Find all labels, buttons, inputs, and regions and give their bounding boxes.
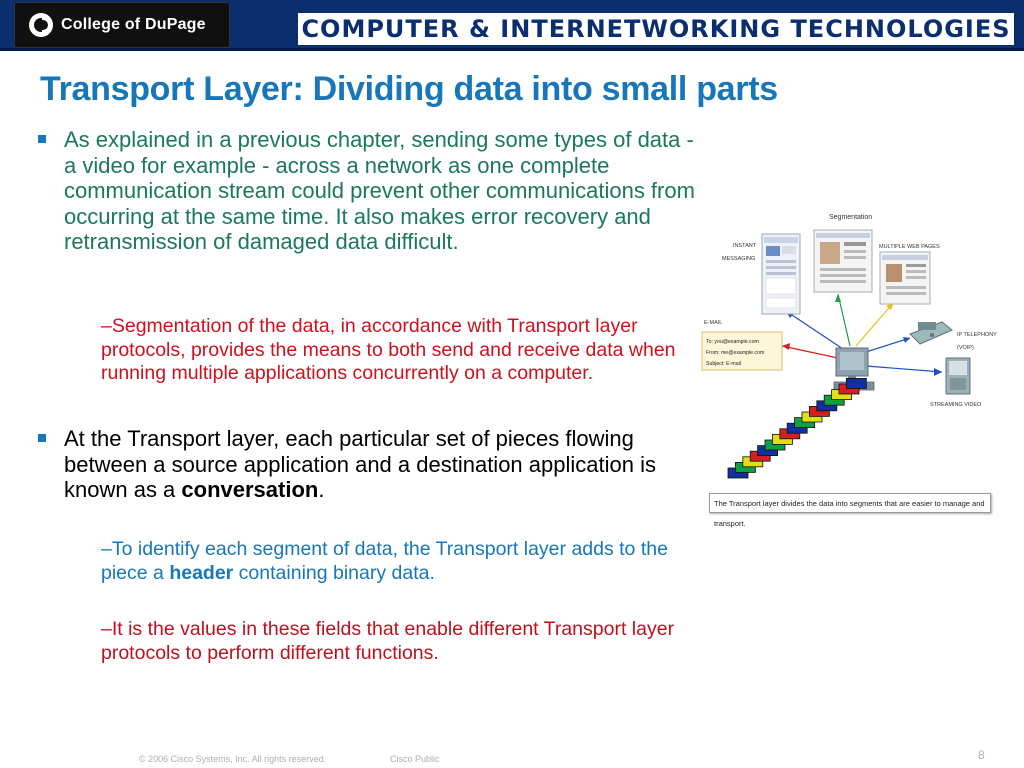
ip-telephony-label-2: (VOIP) — [957, 345, 974, 351]
instant-messaging-label-2: MESSAGING — [722, 256, 755, 262]
sub-bullet-3: –It is the values in these fields that e… — [101, 618, 675, 664]
bullet-2-text-end: . — [318, 477, 325, 502]
bullet-1-text: As explained in a previous chapter, send… — [64, 127, 695, 254]
segmentation-diagram: Segmentation INSTANT MESSAGING MULTIPLE … — [701, 214, 997, 479]
arrowhead — [903, 337, 910, 343]
email-subject: Subject: E-mail — [706, 361, 741, 367]
bullet-item-2: At the Transport layer, each particular … — [38, 426, 678, 503]
ip-telephony-label-1: IP TELEPHONY — [957, 332, 997, 338]
arrow-to-email — [781, 345, 839, 359]
ip-phone-icon — [909, 321, 953, 345]
bullet-2-text: At the Transport layer, each particular … — [64, 426, 678, 503]
sub-bullet-2-text-end: containing binary data. — [233, 561, 435, 584]
college-logo[interactable]: College of DuPage — [14, 2, 230, 48]
department-banner: COMPUTER & INTERNETWORKING TECHNOLOGIES — [298, 13, 1014, 45]
arrow-to-video — [865, 365, 943, 373]
email-to: To: you@example.com — [706, 339, 759, 345]
college-logo-icon — [29, 13, 53, 37]
sub-bullet-2-bold-term: header — [169, 561, 234, 584]
instant-messaging-label-1: INSTANT — [733, 243, 757, 249]
multiple-web-pages-icon — [879, 251, 931, 305]
department-banner-text: COMPUTER & INTERNETWORKING TECHNOLOGIES — [301, 15, 1011, 43]
sub-bullet-2: –To identify each segment of data, the T… — [101, 538, 681, 585]
bullet-square-icon — [38, 434, 46, 442]
arrow-to-web-pages — [855, 301, 895, 347]
footer-classification: Cisco Public — [390, 754, 440, 764]
bullet-2-text-main: At the Transport layer, each particular … — [64, 426, 656, 502]
arrowhead — [934, 368, 942, 376]
slide-title: Transport Layer: Dividing data into smal… — [40, 70, 778, 108]
streaming-video-label: STREAMING VIDEO — [930, 402, 982, 408]
segmentation-label: Segmentation — [829, 214, 872, 221]
arrowhead — [835, 294, 841, 302]
bullet-item-1: As explained in a previous chapter, send… — [38, 127, 698, 255]
footer-copyright: © 2006 Cisco Systems, Inc. All rights re… — [139, 754, 327, 764]
instant-messaging-window-icon — [761, 233, 801, 315]
college-logo-text: College of DuPage — [61, 16, 206, 33]
email-box — [701, 331, 783, 371]
sub-bullet-2-text: –To identify each segment of data, the T… — [101, 538, 668, 584]
streaming-video-icon — [945, 357, 971, 395]
bullet-2-bold-term: conversation — [181, 477, 319, 502]
arrow-to-phone — [865, 337, 911, 353]
page-number: 8 — [978, 748, 985, 762]
email-label: E-MAIL — [704, 320, 722, 326]
arrow-to-im — [785, 310, 847, 352]
figure-caption: The Transport layer divides the data int… — [709, 493, 991, 528]
data-segment — [845, 377, 867, 389]
bullet-square-icon — [38, 135, 46, 143]
data-segments — [727, 377, 867, 479]
multiple-web-pages-label: MULTIPLE WEB PAGES — [879, 244, 940, 250]
arrowhead — [782, 343, 790, 350]
email-from: From: me@example.com — [706, 350, 764, 356]
sub-bullet-1: –Segmentation of the data, in accordance… — [101, 315, 676, 384]
header-bar: College of DuPage COMPUTER & INTERNETWOR… — [0, 0, 1024, 51]
arrow-to-segmentation — [837, 293, 851, 347]
segmentation-webpage-icon — [813, 229, 873, 293]
